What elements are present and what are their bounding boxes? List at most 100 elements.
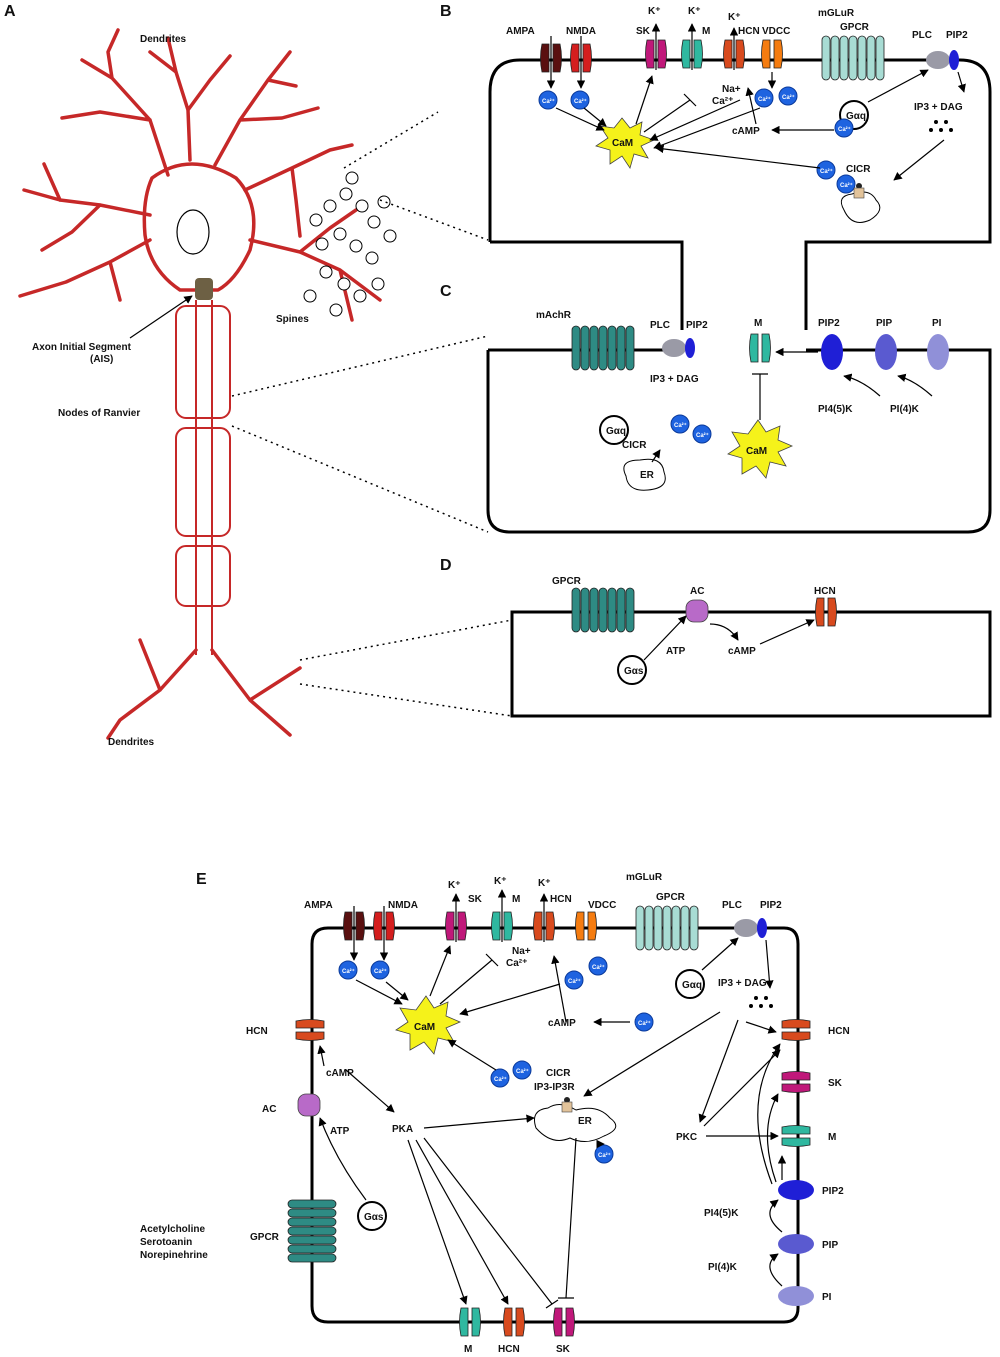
e-ip3dag-label: IP3 + DAG	[718, 978, 767, 989]
d-gas	[617, 655, 647, 685]
e-pip	[778, 1234, 814, 1254]
e-er-organelle	[534, 1097, 617, 1142]
e-pip2-right-label: PIP2	[822, 1186, 844, 1197]
e-mglur-label: mGLuR	[626, 872, 663, 883]
c-m-label: M	[754, 318, 762, 329]
c-pi45k: PI4(5)K	[818, 404, 853, 415]
e-cicr-label: CICR	[546, 1068, 571, 1079]
c-gaq-label: Gαq	[606, 426, 626, 437]
e-pip-label: PIP	[822, 1240, 838, 1251]
c-cam-label: CaM	[746, 446, 767, 457]
e-cam-label: CaM	[414, 1022, 435, 1033]
d-ac-label: AC	[690, 586, 704, 597]
b-mglur: mGLuR	[818, 8, 855, 19]
e-gpcr-left-label: GPCR	[250, 1232, 280, 1243]
e-gaq	[675, 969, 705, 999]
c-pip-label: PIP	[876, 318, 892, 329]
b-k3: K⁺	[728, 12, 741, 23]
e-camp-label: cAMP	[548, 1018, 576, 1029]
b-gpcr: GPCR	[840, 22, 870, 33]
e-pip2-right	[778, 1180, 814, 1200]
b-hcn: HCN	[738, 26, 760, 37]
e-pi-label: PI	[822, 1292, 832, 1303]
b-k1: K⁺	[648, 6, 661, 17]
b-cam-star	[595, 117, 656, 169]
e-pkc-label: PKC	[676, 1132, 697, 1143]
e-pi45k-label: PI4(5)K	[704, 1208, 739, 1219]
e-vdcc	[575, 911, 597, 941]
ais-label: Axon Initial Segment	[32, 342, 132, 353]
e-cam-star	[395, 995, 462, 1055]
c-machr: mAchR	[536, 310, 572, 321]
panel-b-label: B	[440, 3, 452, 20]
neuron-drawing	[18, 28, 397, 740]
c-gaq	[599, 415, 629, 445]
c-pip2-a	[685, 338, 695, 358]
b-m: M	[702, 26, 710, 37]
e-m-right-label: M	[828, 1132, 836, 1143]
b-na: Na+	[722, 84, 741, 95]
c-cicr: CICR	[622, 440, 647, 451]
c-pip2a-label: PIP2	[686, 320, 708, 331]
panel-e-membrane	[310, 926, 800, 1324]
b-arrows	[546, 23, 966, 181]
plc-enzyme	[926, 51, 950, 69]
e-m-right	[781, 1125, 811, 1147]
e-ac-label: AC	[262, 1104, 276, 1115]
c-calcium-ions	[670, 414, 712, 444]
c-pi4k: PI(4)K	[890, 404, 920, 415]
vdcc-channel	[761, 39, 783, 69]
zoom-connectors	[231, 111, 513, 717]
c-pip	[875, 334, 897, 370]
e-ip3-dots	[749, 996, 773, 1008]
panel-d-label: D	[440, 557, 452, 574]
e-pi	[778, 1286, 814, 1306]
b-nmda: NMDA	[566, 26, 596, 37]
e-nmda-label: NMDA	[388, 900, 418, 911]
b-gaq: Gαq	[846, 111, 866, 122]
e-gaq-label: Gαq	[682, 980, 702, 991]
d-gas-label: Gαs	[624, 666, 644, 677]
b-camp: cAMP	[732, 126, 760, 137]
e-atp-label: ATP	[330, 1126, 350, 1137]
e-gpcr-left	[287, 1199, 337, 1263]
b-er-organelle	[840, 183, 881, 223]
dendrites-bottom-label: Dendrites	[108, 737, 155, 748]
c-er: ER	[640, 470, 655, 481]
c-ip3dag: IP3 + DAG	[650, 374, 699, 385]
e-hcn-left-label: HCN	[246, 1026, 268, 1037]
b-sk: SK	[636, 26, 651, 37]
panel-c-label: C	[440, 283, 452, 300]
e-hcn-label: HCN	[550, 894, 572, 905]
c-pip2-b	[821, 334, 843, 370]
d-arrows	[643, 615, 815, 661]
e-m-label: M	[512, 894, 520, 905]
e-gas	[357, 1201, 387, 1231]
e-mglur	[635, 905, 699, 951]
e-k1-label: K⁺	[448, 880, 461, 891]
e-ampa-label: AMPA	[304, 900, 333, 911]
dendrites-top-label: Dendrites	[140, 34, 187, 45]
c-m-channel	[749, 333, 771, 363]
e-pip2-label: PIP2	[760, 900, 782, 911]
d-gpcr-label: GPCR	[552, 576, 582, 587]
e-hcn-right-label: HCN	[828, 1026, 850, 1037]
e-ip3r-label: IP3-IP3R	[534, 1082, 575, 1093]
e-ca2-label: Ca²⁺	[506, 958, 527, 969]
e-sk-label: SK	[468, 894, 483, 905]
e-m-bottom-label: M	[464, 1344, 472, 1355]
c-cam-star	[727, 419, 794, 479]
b-cicr: CICR	[846, 164, 871, 175]
e-er-label: ER	[578, 1116, 593, 1127]
e-hcn-left	[295, 1019, 325, 1041]
b-ca2: Ca²⁺	[712, 96, 733, 107]
e-pka-label: PKA	[392, 1124, 413, 1135]
e-k3-label: K⁺	[538, 878, 551, 889]
b-pip2: PIP2	[946, 30, 968, 41]
spines-label: Spines	[276, 314, 309, 325]
panel-b-membrane	[488, 58, 992, 330]
d-atp-label: ATP	[666, 646, 686, 657]
b-cam-label: CaM	[612, 138, 633, 149]
e-hcn-right	[781, 1019, 811, 1041]
